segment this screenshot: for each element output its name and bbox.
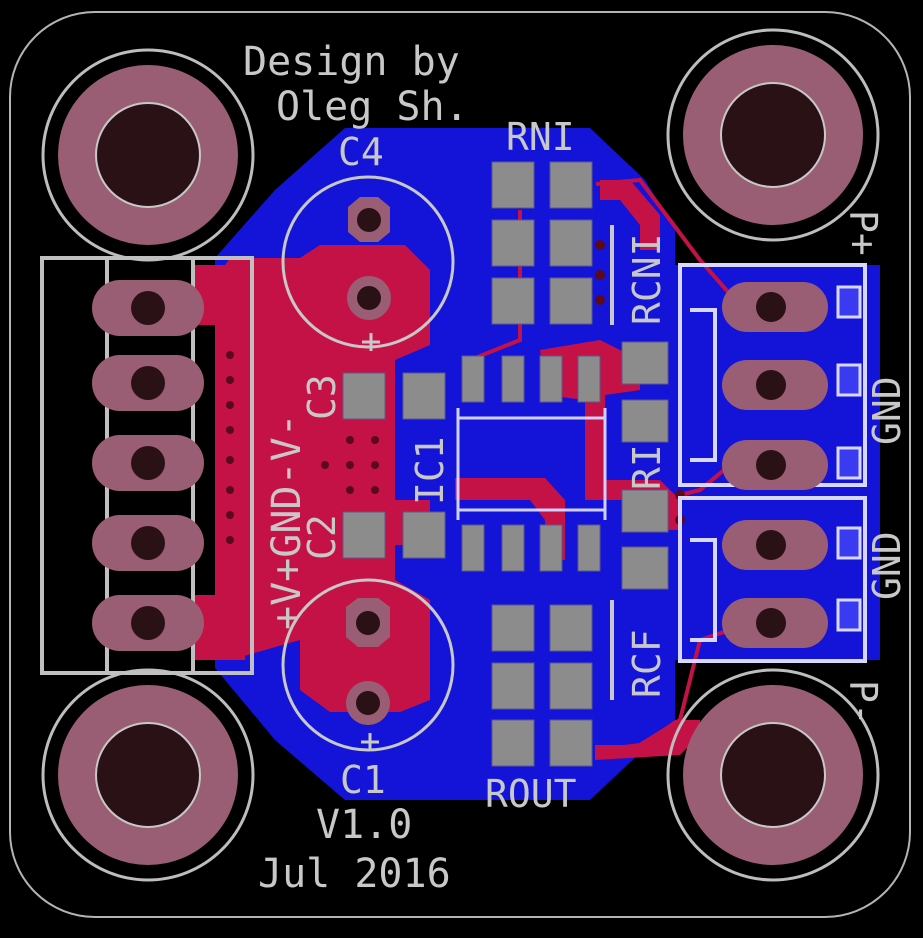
silkscreen-text: Design by Oleg Sh. C4 RNI C1 ROUT V1.0 J… (243, 39, 909, 897)
label-rcni: RCNI (625, 233, 669, 325)
mounting-hole-top-right (666, 28, 880, 242)
ic1-outline (456, 408, 607, 520)
label-gnd-bottom: GND (865, 531, 909, 600)
label-c4: C4 (338, 130, 384, 174)
top-copper (195, 180, 700, 760)
mounting-hole-bottom-left (41, 668, 255, 882)
mounting-hole-bottom-right (666, 668, 880, 882)
label-ic1: IC1 (408, 436, 452, 505)
label-gnd-top: GND (865, 376, 909, 445)
label-ri: RI (625, 444, 669, 490)
date-label: Jul 2016 (258, 851, 451, 897)
mounting-hole-top-left (41, 48, 255, 262)
credit-line2: Oleg Sh. (276, 84, 469, 130)
left-header (40, 256, 254, 675)
smd-pads (342, 161, 669, 767)
vias (226, 240, 685, 544)
mounting-holes (41, 28, 880, 882)
credit-line1: Design by (243, 39, 460, 85)
version-label: V1.0 (316, 802, 412, 848)
capacitor-c1 (281, 578, 455, 752)
label-rout: ROUT (485, 772, 577, 816)
capacitor-c4 (281, 175, 455, 351)
label-rni: RNI (506, 115, 575, 159)
label-p-plus: P+ (841, 210, 885, 256)
label-c1: C1 (340, 758, 386, 802)
right-header (678, 263, 867, 663)
label-p-minus: P- (841, 680, 885, 726)
power-label: +V+GND-V- (264, 413, 310, 630)
label-rcf: RCF (625, 629, 669, 698)
label-c2: C2 (300, 514, 344, 560)
label-c3: C3 (300, 374, 344, 420)
